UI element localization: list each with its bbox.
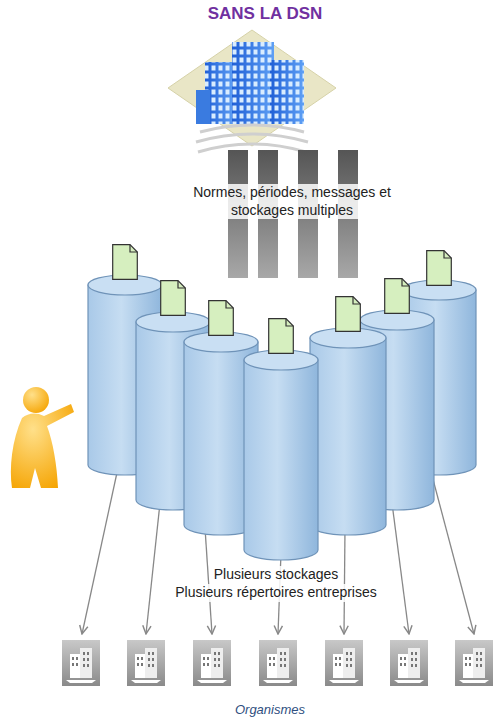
organism-icons: [193, 640, 231, 686]
storage-cylinders: [269, 319, 294, 354]
person-figure: [11, 387, 74, 488]
wave-lines: [198, 144, 306, 152]
storage-cylinders: [209, 301, 234, 336]
storage-label: Plusieurs stockages: [211, 566, 342, 584]
storage-cylinders: [113, 245, 138, 280]
wave-lines: [196, 125, 308, 152]
bars-label: Normes, périodes, messages et stockages …: [164, 184, 420, 219]
storage-cylinders: [310, 338, 386, 535]
wave-lines: [196, 134, 308, 142]
person-figure: [23, 387, 49, 413]
organism-icons: [62, 640, 100, 686]
company-building: [232, 42, 274, 124]
organism-icons: [127, 640, 165, 686]
company-building: [168, 30, 336, 146]
organism-icons: [62, 640, 493, 686]
company-building: [168, 30, 336, 146]
storage-cylinders: [244, 360, 318, 560]
organisms-label: Organismes: [235, 702, 305, 718]
company-building: [270, 60, 304, 124]
storage-cylinders: [336, 297, 361, 332]
organism-icons: [455, 640, 493, 686]
storage-cylinders: [88, 245, 476, 560]
company-building: [196, 90, 210, 124]
organism-icons: [390, 640, 428, 686]
arrow-lines: [430, 468, 474, 634]
wave-lines: [200, 125, 304, 132]
company-building: [270, 60, 304, 124]
storage-cylinders: [385, 279, 410, 314]
arrow-lines: [392, 503, 409, 634]
diagram-title: SANS LA DSN: [208, 3, 323, 24]
organism-icons: [259, 640, 297, 686]
person-figure: [11, 404, 74, 488]
arrow-lines: [146, 503, 160, 634]
storage-label: Plusieurs répertoires entreprises: [172, 584, 380, 602]
storage-cylinders: [161, 281, 186, 316]
company-building: [232, 42, 274, 124]
arrow-lines: [82, 468, 118, 634]
storage-cylinders: [427, 251, 452, 286]
arrow-lines: [344, 528, 345, 634]
organism-icons: [325, 640, 363, 686]
